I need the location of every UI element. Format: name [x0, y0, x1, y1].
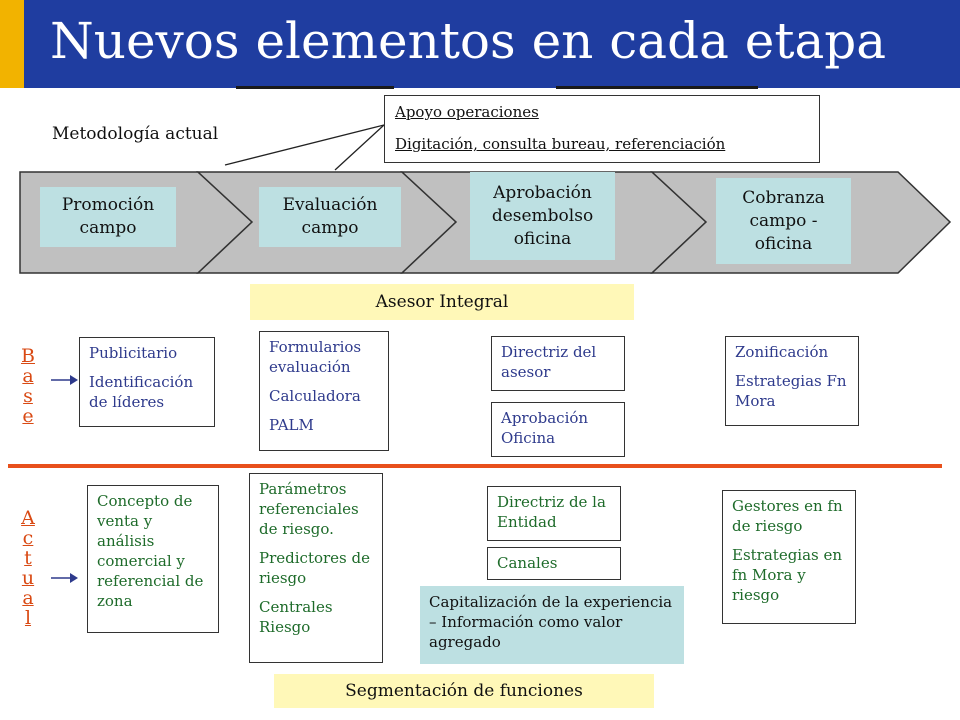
box-line: Canales	[497, 554, 558, 572]
box-line: Concepto de venta y análisis comercial y…	[97, 492, 204, 610]
box-line: Parámetros referenciales de riesgo.	[259, 480, 359, 538]
segmentacion-label: Segmentación de funciones	[274, 674, 654, 708]
base-box-formularios: Formularios evaluación Calculadora PALM	[259, 331, 389, 451]
actual-letter: c	[22, 527, 34, 549]
stage-evaluacion: Evaluación campo	[259, 187, 401, 247]
box-line: Publicitario	[89, 344, 178, 362]
methodology-label: Metodología actual	[52, 124, 219, 144]
callout-line-2: Digitación, consulta bureau, referenciac…	[395, 135, 726, 153]
box-line: Directriz de la Entidad	[497, 493, 606, 531]
actual-letter: a	[22, 587, 34, 609]
base-letter: e	[22, 405, 34, 427]
base-letter: s	[23, 385, 33, 407]
actual-box-gestores: Gestores en fn de riesgo Estrategias en …	[722, 490, 856, 624]
base-letter: a	[22, 365, 34, 387]
arrow-actual-icon	[51, 573, 78, 583]
actual-box-directriz-entidad: Directriz de la Entidad	[487, 486, 621, 541]
stage-cobranza: Cobranza campo - oficina	[716, 178, 851, 264]
base-vertical-label: B a s e	[18, 346, 38, 426]
actual-box-concepto: Concepto de venta y análisis comercial y…	[87, 485, 219, 633]
stage-promocion: Promoción campo	[40, 187, 176, 247]
box-line: Estrategias en fn Mora y riesgo	[732, 546, 843, 604]
box-line: PALM	[269, 416, 314, 434]
decorative-underline-left	[236, 86, 394, 89]
box-line: Calculadora	[269, 387, 361, 405]
base-box-publicitario: Publicitario Identificación de líderes	[79, 337, 215, 427]
box-line: Estrategias Fn Mora	[735, 372, 847, 410]
box-line: Zonificación	[735, 343, 829, 361]
box-line: Formularios evaluación	[269, 338, 362, 376]
box-line: Predictores de riesgo	[259, 549, 370, 587]
stage-aprobacion: Aprobación desembolso oficina	[470, 172, 615, 260]
actual-letter: A	[21, 507, 35, 529]
asesor-integral-label: Asesor Integral	[250, 284, 634, 320]
actual-letter: t	[24, 547, 32, 569]
capitalizacion-box: Capitalización de la experiencia – Infor…	[420, 586, 684, 664]
title-bar	[0, 0, 960, 88]
arrow-base-icon	[51, 375, 78, 385]
base-letter: B	[21, 345, 35, 367]
callout-box: Apoyo operaciones Digitación, consulta b…	[384, 95, 820, 163]
callout-line-1: Apoyo operaciones	[395, 103, 539, 121]
actual-letter: u	[21, 567, 35, 589]
base-box-directriz-asesor: Directriz del asesor	[491, 336, 625, 391]
base-box-aprobacion-oficina: Aprobación Oficina	[491, 402, 625, 457]
box-line: Centrales Riesgo	[259, 598, 333, 636]
box-line: Gestores en fn de riesgo	[732, 497, 843, 535]
box-line: Aprobación Oficina	[501, 409, 589, 447]
actual-box-parametros: Parámetros referenciales de riesgo. Pred…	[249, 473, 383, 663]
callout-line-left	[224, 124, 385, 166]
page-title: Nuevos elementos en cada etapa	[50, 12, 887, 70]
box-line: Directriz del asesor	[501, 343, 597, 381]
callout-line-right	[334, 124, 385, 171]
actual-letter: l	[24, 607, 32, 629]
box-line: Identificación de líderes	[89, 373, 194, 411]
actual-box-canales: Canales	[487, 547, 621, 580]
actual-vertical-label: A c t u a l	[18, 508, 38, 628]
title-accent-strip	[0, 0, 24, 88]
decorative-underline-right	[556, 86, 758, 89]
base-box-zonificacion: Zonificación Estrategias Fn Mora	[725, 336, 859, 426]
